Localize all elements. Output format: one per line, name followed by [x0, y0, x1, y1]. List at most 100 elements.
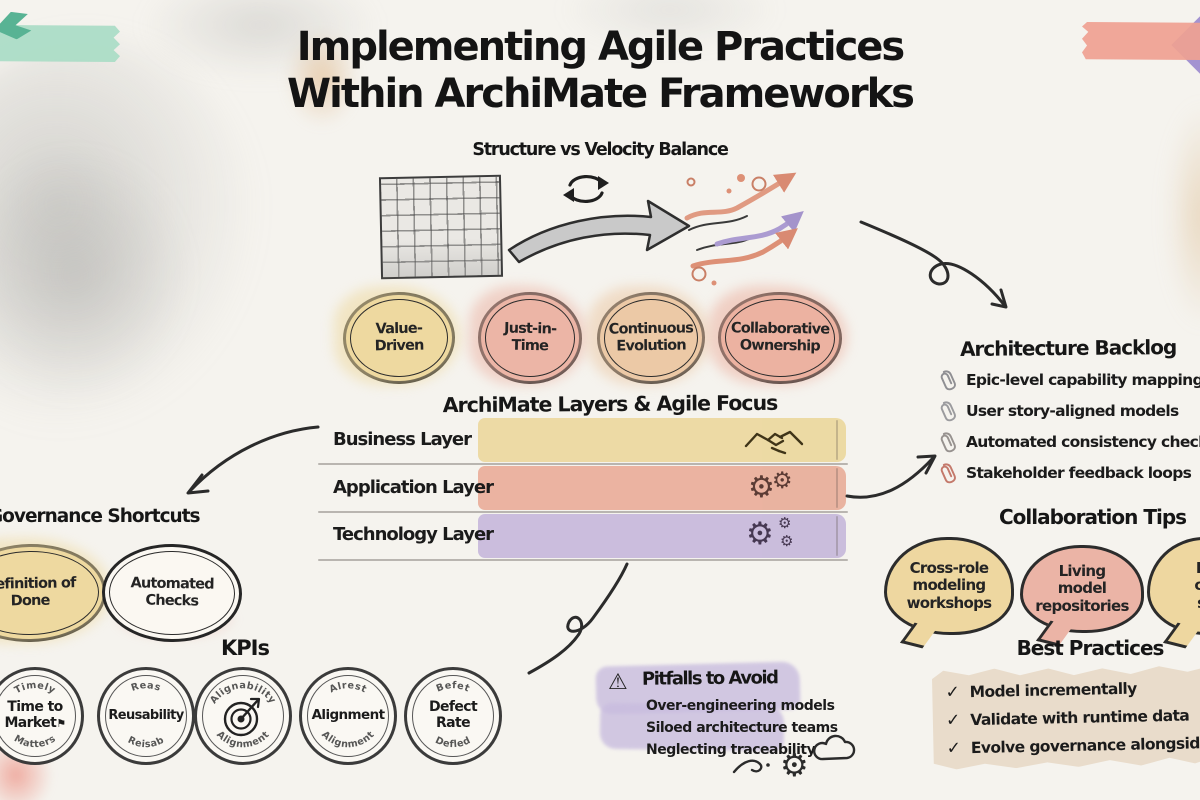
best-practice-text: Evolve governance alongside deli [970, 734, 1200, 758]
governance-heading: Governance Shortcuts [0, 506, 201, 527]
paperclip-icon [940, 463, 956, 484]
handshake-icon [744, 430, 804, 455]
svg-text:Alrest: Alrest [328, 680, 369, 695]
best-practice-text: Validate with runtime data [970, 706, 1190, 730]
principle-value-driven: Value-Driven [342, 291, 456, 385]
kpi-label: Time to Market⚑ [4, 699, 66, 731]
principle-continuous-evolution: Continuous Evolution [596, 291, 706, 385]
paperclip-icon [940, 370, 956, 391]
divider-line [318, 463, 848, 465]
bubble-clipped-right: Re co- se [1147, 537, 1200, 635]
warning-icon: ⚠ [608, 670, 628, 695]
svg-text:Alignment: Alignment [319, 729, 377, 750]
check-icon: ✓ [946, 738, 962, 759]
principle-label: Value-Driven [374, 320, 424, 355]
gray-wash-left [0, 40, 260, 430]
curved-arrow-to-backlog [859, 220, 1008, 309]
velocity-flow-icon [684, 172, 804, 286]
pitfall-item: Siloed architecture teams [646, 720, 838, 736]
governance-oval-label: Automated Checks [130, 575, 214, 610]
flag-icon: ⚑ [56, 717, 66, 730]
page-title-line2: Within ArchiMate Frameworks [287, 71, 915, 118]
target-icon [223, 697, 261, 737]
best-practices-note: ✓ Model incrementally ✓ Validate with ru… [929, 663, 1200, 771]
paperclip-icon [940, 401, 956, 422]
curved-arrow-to-governance [186, 425, 320, 495]
divider-line [318, 559, 848, 561]
gear-icon: ⚙ [746, 516, 774, 552]
kpi-defect-rate: Befet Defled Defect Rate [404, 667, 502, 765]
bubble-label: Re co- se [1194, 559, 1200, 611]
kpis-heading: KPIs [221, 636, 270, 660]
collaboration-heading: Collaboration Tips [998, 505, 1187, 529]
check-icon: ✓ [945, 710, 961, 731]
best-practice-item: ✓ Evolve governance alongside deli [946, 732, 1200, 758]
best-practices-heading: Best Practices [1016, 636, 1165, 660]
gray-wash-left-2 [0, 150, 190, 400]
governance-oval-label: Definition of Done [0, 575, 76, 610]
backlog-item-text: Stakeholder feedback loops [966, 464, 1192, 482]
paperclip-icon [940, 432, 956, 453]
governance-oval-automated-checks: Automated Checks [101, 542, 243, 644]
gear-icon: ⚙ [748, 470, 775, 505]
kpi-reusability: Reas Reisab Reusability [97, 667, 195, 765]
svg-text:Timely: Timely [13, 680, 58, 697]
pitfalls-list: Over-engineering models Siloed architect… [646, 695, 838, 761]
svg-text:Reisab: Reisab [126, 735, 166, 751]
curved-arrow-layers-to-backlog [845, 454, 937, 499]
best-practice-text: Model incrementally [969, 679, 1137, 702]
governance-oval-definition-of-done: Definition of Done [0, 542, 107, 644]
gear-doodle-icon: ⚙ [780, 746, 809, 784]
pitfall-item: Neglecting traceability [646, 742, 816, 758]
bubble-label: Cross-role modeling workshops [906, 559, 993, 612]
backlog-item: User story-aligned models [940, 399, 1179, 423]
svg-text:Reas: Reas [130, 680, 162, 694]
kpi-alignability-target: Alignability Alignment [194, 667, 292, 765]
bubble-cross-role-workshops: Cross-role modeling workshops [884, 537, 1014, 635]
divider-line [318, 511, 848, 513]
kpi-label: Alignment [311, 707, 385, 724]
kpi-label: Reusability [108, 707, 184, 723]
principle-label: Just-in-Time [503, 320, 557, 355]
washi-tape-right [1082, 22, 1200, 60]
gear-icon: ⚙ [780, 532, 794, 550]
principle-label: Continuous Evolution [608, 320, 694, 355]
page-title: Implementing Agile Practices Within Arch… [250, 24, 950, 118]
squiggle-doodle [732, 759, 770, 774]
application-layer-label: Application Layer [333, 477, 494, 498]
principle-just-in-time: Just-in-Time [477, 291, 583, 385]
backlog-item: Automated consistency checks [940, 430, 1200, 454]
tan-stain-right-edge [1168, 105, 1200, 325]
backlog-item: Epic-level capability mapping [940, 368, 1200, 392]
big-arrow-icon [507, 199, 691, 264]
principle-collaborative-ownership: Collaborative Ownership [717, 291, 843, 385]
pitfalls-heading: Pitfalls to Avoid [641, 667, 778, 690]
cycle-icon [563, 174, 609, 204]
svg-text:Matters: Matters [12, 733, 58, 750]
best-practice-item: ✓ Model incrementally [945, 679, 1137, 703]
page-title-line1: Implementing Agile Practices [296, 24, 905, 70]
gear-icon: ⚙ [778, 514, 792, 532]
business-layer-label: Business Layer [333, 429, 472, 450]
backlog-item-text: Epic-level capability mapping [966, 371, 1200, 389]
balance-heading: Structure vs Velocity Balance [472, 140, 729, 160]
grid-icon [378, 174, 504, 280]
bubble-living-model-repositories: Living model repositories [1020, 545, 1144, 633]
principle-label: Collaborative Ownership [730, 320, 830, 355]
cloud-doodle-icon [813, 734, 856, 761]
application-gears: ⚙⚙ [748, 468, 793, 505]
technology-layer-label: Technology Layer [333, 524, 494, 545]
loop-squiggle [527, 562, 629, 675]
gear-icon: ⚙ [771, 468, 793, 494]
backlog-item: Stakeholder feedback loops [940, 461, 1192, 485]
check-icon: ✓ [945, 682, 960, 703]
backlog-heading: Architecture Backlog [959, 335, 1177, 361]
svg-text:Befet: Befet [435, 680, 472, 694]
pitfall-item: Over-engineering models [646, 698, 835, 714]
application-layer-band [478, 466, 846, 510]
bubble-label: Living model repositories [1035, 562, 1129, 615]
kpi-label: Defect Rate [428, 699, 478, 731]
layers-heading: ArchiMate Layers & Agile Focus [442, 390, 778, 418]
backlog-item-text: User story-aligned models [966, 402, 1179, 420]
